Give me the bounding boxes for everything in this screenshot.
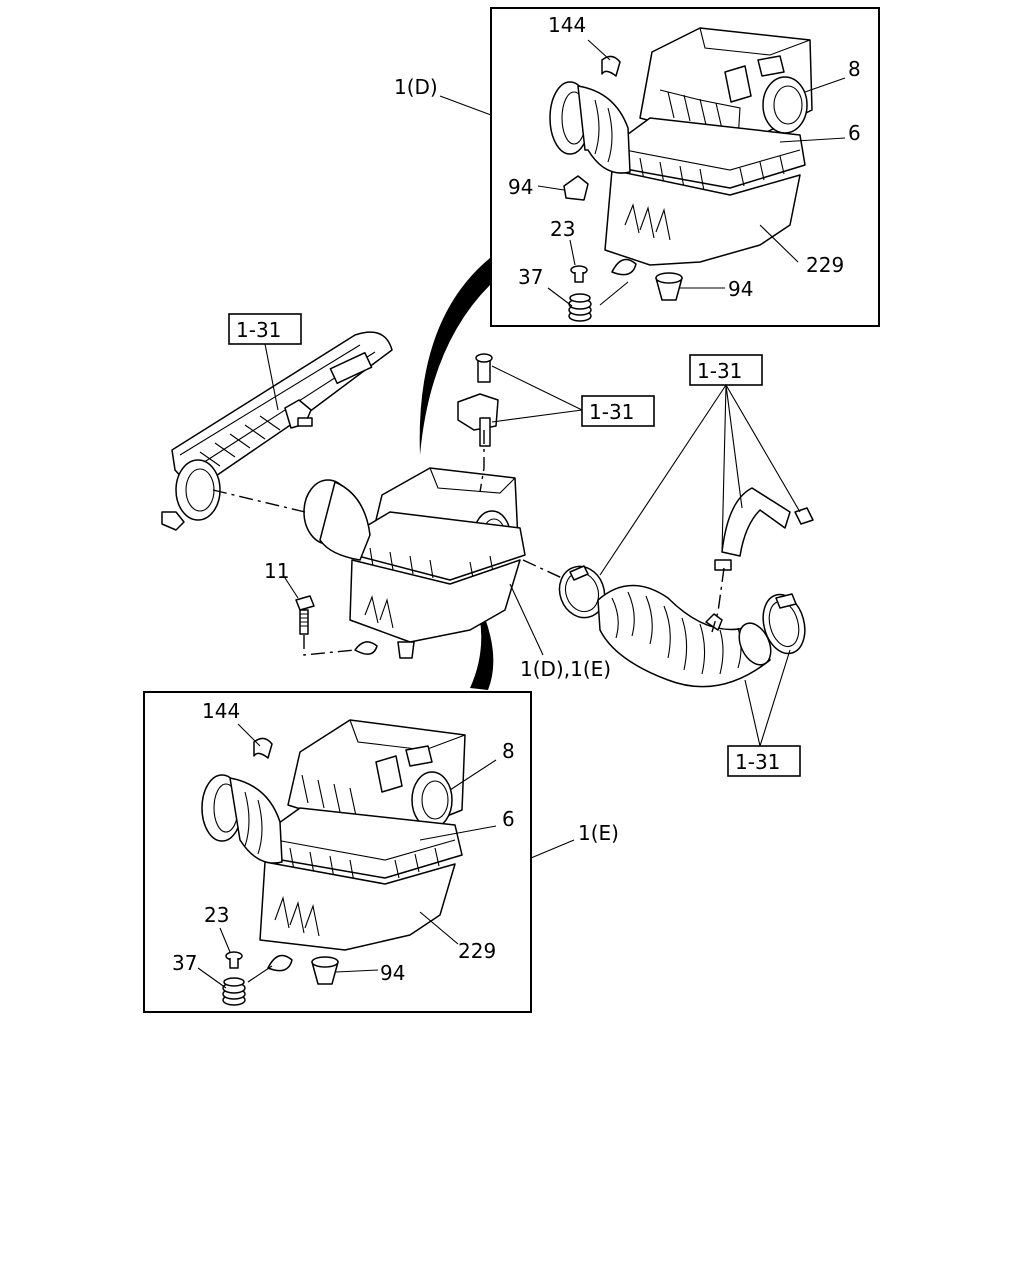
detail-frame-1d — [490, 7, 880, 327]
callout-1e-detail: 1(E) — [578, 821, 619, 845]
grommet-94b-top — [655, 272, 683, 301]
leader-1e-detail — [530, 839, 575, 859]
detail-box-1d: 144 8 6 94 23 37 229 94 — [439, 7, 880, 327]
air-cleaner-case-bottom — [259, 861, 456, 972]
detail-frame-1e — [143, 691, 532, 1013]
callout-8-bottom: 8 — [502, 739, 515, 763]
align-line-sensor — [479, 430, 485, 493]
clip-144-bottom — [253, 737, 273, 759]
callout-1d-1e: 1(D),1(E) — [520, 657, 611, 681]
callout-37-top: 37 — [518, 265, 543, 289]
align-line-duct — [212, 489, 306, 513]
maf-sensor-bottom — [411, 771, 453, 829]
hose-clamp-right — [762, 593, 806, 655]
intake-duct-bottom — [201, 774, 283, 864]
callout-11: 11 — [264, 559, 289, 583]
leader-assembly — [509, 583, 544, 656]
callout-94-bottom: 94 — [380, 961, 405, 985]
bolt-23-top — [570, 265, 588, 283]
callout-37-bottom: 37 — [172, 951, 197, 975]
ref-box-clamp: 1-31 — [727, 649, 801, 777]
intake-duct-top — [549, 81, 631, 174]
sensor-1-31 — [457, 353, 499, 447]
ref-box-sensor: 1-31 — [491, 365, 655, 427]
callout-8-top: 8 — [848, 57, 861, 81]
outlet-hose — [597, 584, 772, 688]
callout-6-top: 6 — [848, 121, 861, 145]
ref-hose-label: 1-31 — [697, 359, 742, 383]
ref-box-hose: 1-31 — [599, 354, 801, 576]
callout-94a-top: 94 — [508, 175, 533, 199]
swoosh-arrow-top — [419, 258, 490, 455]
grommet-37-top — [568, 293, 592, 322]
air-cleaner-assembly — [303, 467, 526, 659]
grommet-94a-top — [563, 175, 589, 201]
air-filter-element-bottom — [269, 807, 463, 883]
callout-229-bottom: 229 — [458, 939, 496, 963]
align-line-bolt — [303, 635, 356, 656]
bolt-23-bottom — [225, 951, 243, 969]
air-cleaner-case-top — [604, 169, 801, 276]
callout-144-bottom: 144 — [202, 699, 240, 723]
grommet-37-bottom — [222, 977, 246, 1006]
ref-sensor-label: 1-31 — [589, 400, 634, 424]
clip-144-top — [601, 55, 621, 77]
callout-144-top: 144 — [548, 13, 586, 37]
callout-23-bottom: 23 — [204, 903, 229, 927]
maf-sensor-top — [762, 76, 808, 134]
bolt-11 — [295, 595, 315, 635]
grommet-94-bottom — [311, 956, 339, 985]
callout-94b-top: 94 — [728, 277, 753, 301]
inlet-duct — [161, 331, 393, 531]
callout-229-top: 229 — [806, 253, 844, 277]
leader-11 — [284, 577, 299, 599]
callout-23-top: 23 — [550, 217, 575, 241]
callout-6-bottom: 6 — [502, 807, 515, 831]
align-line-clamp — [522, 559, 563, 579]
ref-clamp-label: 1-31 — [735, 750, 780, 774]
swoosh-arrow-bottom — [470, 618, 494, 690]
align-line-breather — [711, 567, 725, 633]
detail-box-1e: 144 8 6 23 37 229 94 — [143, 691, 532, 1013]
callout-1d-detail: 1(D) — [394, 75, 438, 99]
hose-clamp-left — [558, 565, 606, 619]
ref-duct-label: 1-31 — [236, 318, 281, 342]
ref-box-duct: 1-31 — [228, 313, 302, 411]
breather-hose — [714, 487, 814, 571]
